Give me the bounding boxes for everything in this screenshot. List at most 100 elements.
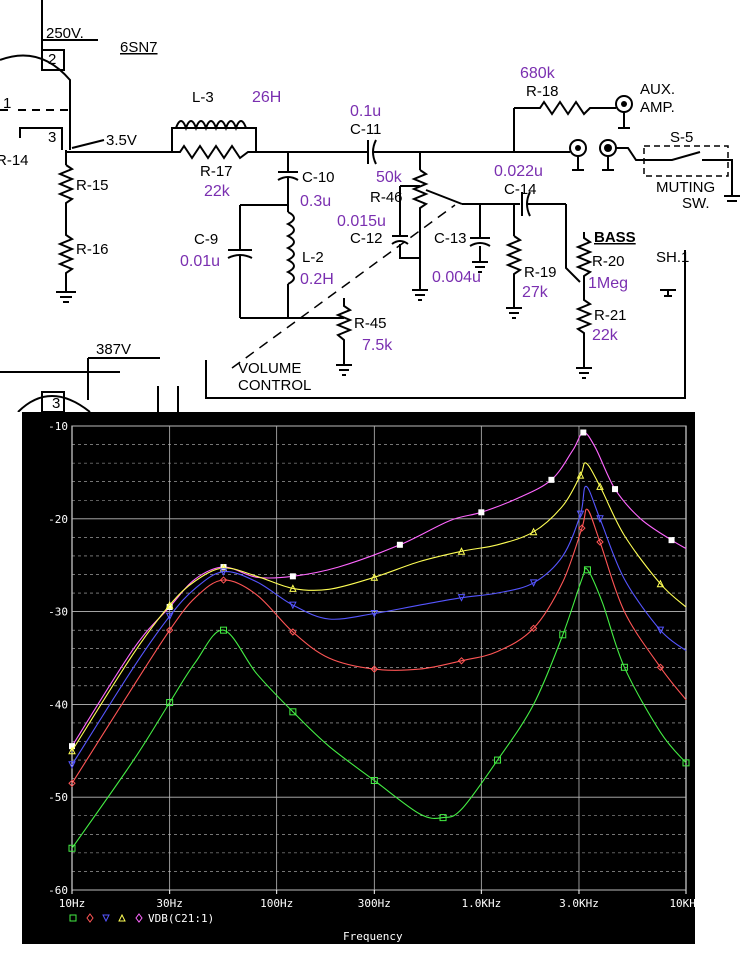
series-marker — [220, 564, 227, 571]
series-marker — [548, 476, 555, 483]
series-marker — [596, 515, 604, 523]
series-marker — [219, 576, 228, 584]
r20-value: 1Meg — [588, 275, 628, 292]
series-marker — [396, 541, 403, 548]
c12-label: C-12 — [350, 230, 383, 247]
series-marker — [457, 657, 466, 665]
legend-marker-square — [69, 914, 77, 922]
series-marker — [370, 573, 379, 581]
l2-label: L-2 — [302, 249, 324, 266]
muting-label: MUTING — [656, 179, 715, 196]
c9-capacitor — [227, 249, 253, 259]
voltage-250: 250V. — [46, 25, 84, 42]
x-tick-label: 100Hz — [260, 897, 293, 910]
series-marker — [165, 626, 174, 634]
muting-switch-box — [643, 145, 729, 177]
r14-label: R-14 — [0, 152, 29, 169]
series-marker — [289, 584, 297, 592]
schematic-diagram: 250V. 2 1 3 6SN7 R-14 R-15 R-16 3.5V L-3… — [0, 0, 740, 412]
y-tick-label: -10 — [48, 420, 68, 433]
tube-plate — [41, 49, 65, 71]
r16-label: R-16 — [76, 241, 109, 258]
r17-resistor — [172, 144, 256, 160]
r18-resistor — [514, 100, 616, 116]
series-marker — [457, 594, 466, 602]
plot-background — [22, 412, 695, 944]
legend-marker-triangle-down — [102, 914, 110, 923]
series-marker — [68, 779, 76, 787]
c12-capacitor — [391, 186, 420, 259]
x-tick-label: 3.0KHz — [559, 897, 599, 910]
r17-label: R-17 — [200, 163, 233, 180]
series-marker — [656, 626, 665, 635]
series-marker — [529, 624, 538, 633]
series-marker — [370, 776, 378, 784]
series-marker — [68, 844, 76, 852]
series-line — [71, 485, 687, 765]
series-marker — [439, 814, 447, 822]
series-marker — [289, 708, 297, 716]
l3-inductor — [175, 120, 247, 131]
muting-switch — [648, 151, 733, 196]
r45-resistor — [335, 300, 353, 365]
r45-value: 7.5k — [362, 337, 393, 354]
series-marker — [682, 759, 690, 767]
x-tick-label: 30Hz — [156, 897, 183, 910]
c9-value: 0.01u — [180, 253, 220, 270]
r15-r16-resistors — [57, 164, 75, 292]
c10-capacitor — [277, 171, 299, 181]
legend-marker-triangle-up — [118, 913, 126, 922]
x-tick-label: 10KHz — [669, 897, 695, 910]
c10-label: C-10 — [302, 169, 335, 186]
c14-capacitor — [521, 191, 531, 217]
r21-value: 22k — [592, 327, 619, 344]
series-4 — [68, 566, 690, 852]
r20-label: R-20 — [592, 253, 625, 270]
series-marker — [219, 563, 228, 572]
series-marker — [68, 761, 76, 769]
tube-type-label: 6SN7 — [120, 39, 158, 56]
r21-label: R-21 — [594, 307, 627, 324]
volume-label: VOLUME — [238, 360, 301, 377]
series-marker — [370, 609, 379, 618]
s5-label: S-5 — [670, 129, 693, 146]
x-axis-label: Frequency — [343, 930, 403, 943]
c11-value: 0.1u — [350, 103, 381, 120]
c9-label: C-9 — [194, 231, 218, 248]
tick-labels: 10Hz30Hz100Hz300Hz1.0KHz3.0KHz10KHz-60-5… — [48, 420, 695, 910]
series-marker — [578, 524, 586, 532]
c14-value: 0.022u — [494, 163, 543, 180]
y-tick-label: -40 — [48, 698, 68, 711]
l2-inductor — [285, 211, 295, 285]
series-layer — [68, 429, 690, 852]
c13-label: C-13 — [434, 230, 467, 247]
series-marker — [596, 482, 604, 490]
series-marker — [289, 601, 297, 610]
r20-r21-resistors — [575, 232, 593, 368]
series-marker — [596, 538, 604, 546]
series-marker — [559, 631, 567, 639]
series-marker — [166, 699, 174, 707]
x-tick-label: 300Hz — [358, 897, 391, 910]
series-marker — [576, 471, 585, 479]
pin-3b-label: 3 — [52, 395, 60, 412]
legend-text: VDB(C21:1) — [148, 912, 214, 925]
series-marker — [289, 573, 296, 580]
series-2 — [68, 485, 687, 769]
series-marker — [165, 600, 174, 609]
aux-label: AUX. — [640, 81, 675, 98]
r45-label: R-45 — [354, 315, 387, 332]
series-marker — [620, 663, 628, 671]
l3-label: L-3 — [192, 89, 214, 106]
series-1 — [68, 462, 687, 755]
series-marker — [457, 547, 466, 555]
y-tick-label: -60 — [48, 884, 68, 897]
r17-value: 22k — [204, 183, 231, 200]
c14-label: C-14 — [504, 181, 537, 198]
bass-label: BASS — [594, 229, 636, 246]
c13-capacitor — [469, 237, 491, 273]
c11-label: C-11 — [350, 121, 381, 138]
r18-label: R-18 — [526, 83, 559, 100]
r18-value: 680k — [520, 65, 556, 82]
legend-marker-magenta — [135, 913, 143, 923]
